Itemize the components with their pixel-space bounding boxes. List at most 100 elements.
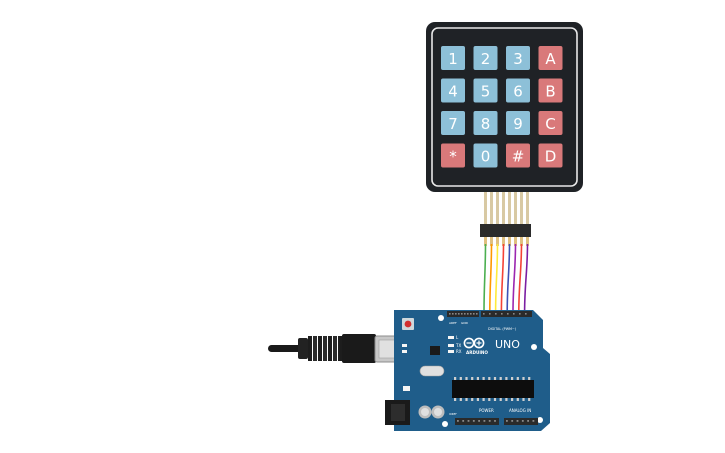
header-pin: [464, 313, 466, 315]
header-pin: [532, 420, 535, 422]
header-pin: [462, 420, 465, 422]
key-face[interactable]: [441, 46, 465, 70]
key-label: 6: [513, 83, 523, 101]
key-face[interactable]: [538, 78, 563, 103]
key-face[interactable]: [506, 111, 530, 135]
mounting-hole: [442, 421, 448, 427]
onboard-leds: [402, 336, 454, 353]
key-0[interactable]: 0: [473, 143, 498, 168]
wire[interactable]: [506, 243, 511, 313]
header-pin: [452, 313, 454, 315]
chip-small: [430, 346, 440, 355]
keypad-connector-header: [480, 224, 531, 237]
key-face[interactable]: [538, 46, 563, 70]
key-face[interactable]: [473, 143, 498, 168]
key-face[interactable]: [473, 111, 498, 135]
key-8[interactable]: 8: [473, 111, 498, 135]
key-face[interactable]: [473, 78, 498, 103]
key-face[interactable]: [506, 78, 530, 103]
key-2[interactable]: 2: [473, 46, 498, 70]
wire[interactable]: [494, 243, 499, 313]
power-jack[interactable]: [385, 400, 410, 425]
wire[interactable]: [518, 243, 523, 313]
led-label-l: L: [456, 335, 459, 340]
led-label-rx: RX: [456, 349, 462, 354]
key-b[interactable]: B: [538, 78, 563, 103]
usb-cable[interactable]: [268, 334, 413, 363]
key-face[interactable]: [538, 143, 563, 168]
ribbon-pin: [490, 192, 493, 226]
digital-header-right: [481, 311, 532, 317]
key-star[interactable]: *: [441, 143, 465, 168]
key-label: 0: [481, 148, 491, 166]
reset-button-cap[interactable]: [404, 320, 412, 328]
key-9[interactable]: 9: [506, 111, 530, 135]
key-label: 4: [448, 83, 458, 101]
header-pin: [501, 313, 503, 315]
header-pin: [521, 420, 524, 422]
key-face[interactable]: [538, 111, 563, 135]
wire[interactable]: [500, 243, 505, 313]
key-6[interactable]: 6: [506, 78, 530, 103]
digital-label: DIGITAL (PWM~): [488, 327, 517, 331]
header-pin: [458, 313, 460, 315]
mounting-hole: [438, 315, 444, 321]
key-face[interactable]: [473, 46, 498, 70]
header-pin: [519, 313, 521, 315]
header-pin: [473, 313, 475, 315]
header-pin: [483, 420, 486, 422]
header-pin: [467, 313, 469, 315]
key-1[interactable]: 1: [441, 46, 465, 70]
key-c[interactable]: C: [538, 111, 563, 135]
key-label: 2: [481, 50, 491, 68]
ribbon-pin: [508, 192, 511, 226]
key-face[interactable]: [506, 46, 530, 70]
mounting-hole: [531, 344, 537, 350]
header-pin: [513, 313, 515, 315]
key-label: B: [545, 83, 555, 101]
header-pin: [472, 420, 475, 422]
key-label: 7: [448, 115, 458, 133]
arduino-uno-board[interactable]: L TX RX ARDUINO UNO DIGITAL (PWM~) AREF …: [385, 310, 550, 431]
capacitors: [418, 405, 445, 419]
ioref-label: IOREF: [449, 412, 457, 416]
jumper-wires[interactable]: [483, 243, 529, 313]
key-d[interactable]: D: [538, 143, 563, 168]
digital-header-left: [447, 311, 479, 317]
key-7[interactable]: 7: [441, 111, 465, 135]
key-hash[interactable]: #: [506, 143, 530, 168]
key-face[interactable]: [441, 143, 465, 168]
analog-header: [504, 418, 538, 425]
wire[interactable]: [483, 243, 487, 313]
ribbon-pin: [502, 192, 505, 226]
digital-header-pins: [449, 313, 527, 315]
keypad-inner-border: [431, 27, 578, 187]
key-4[interactable]: 4: [441, 78, 465, 103]
key-label: A: [545, 50, 556, 68]
ribbon-pin: [514, 192, 517, 226]
wire[interactable]: [512, 243, 517, 313]
mounting-hole: [537, 417, 543, 423]
key-5[interactable]: 5: [473, 78, 498, 103]
wire[interactable]: [523, 243, 529, 313]
key-a[interactable]: A: [538, 46, 563, 70]
header-pin: [494, 420, 496, 422]
wire[interactable]: [489, 243, 493, 313]
bottom-header-pins: [457, 420, 535, 422]
header-pin: [488, 420, 491, 422]
key-face[interactable]: [506, 143, 530, 168]
led-label-tx: TX: [455, 343, 461, 348]
header-pin: [470, 313, 472, 315]
ribbon-pin: [484, 192, 487, 226]
arduino-model: UNO: [495, 338, 520, 351]
smd-component: [403, 386, 410, 391]
header-pin: [467, 420, 470, 422]
key-face[interactable]: [441, 111, 465, 135]
key-face[interactable]: [441, 78, 465, 103]
key-3[interactable]: 3: [506, 46, 530, 70]
atmega-chip: [452, 377, 534, 401]
crystal-oscillator: [419, 365, 445, 377]
